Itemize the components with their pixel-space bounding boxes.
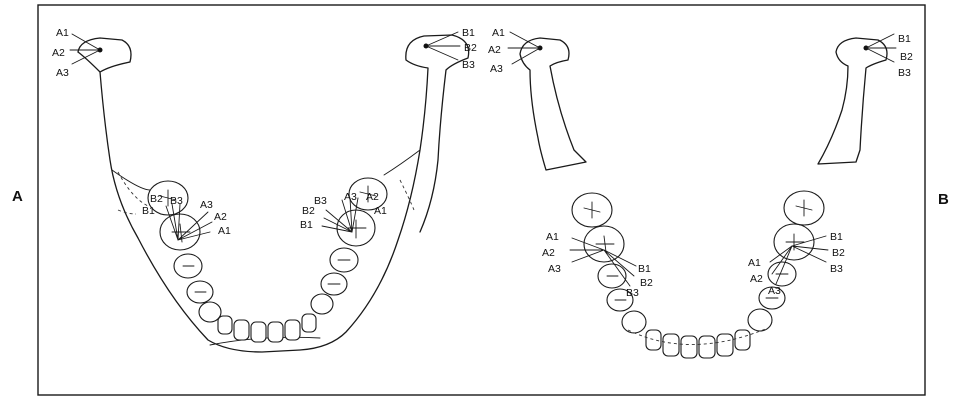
label-b1: B1 bbox=[300, 219, 313, 231]
label-a3: A3 bbox=[200, 199, 213, 211]
label-b1: B1 bbox=[898, 33, 911, 45]
label-b1: B1 bbox=[830, 231, 843, 243]
ramus-left-b bbox=[507, 31, 587, 171]
label-a2: A2 bbox=[750, 273, 763, 285]
label-b2: B2 bbox=[150, 193, 163, 205]
vector-labels: A1 A2 A3 B1 B2 B3 B1 B2 B3 A3 A2 A1 B3 B… bbox=[52, 27, 913, 299]
label-a3: A3 bbox=[490, 63, 503, 75]
label-a3: A3 bbox=[344, 191, 357, 203]
vectors-panel-b bbox=[569, 235, 829, 287]
label-b1: B1 bbox=[142, 205, 155, 217]
panel-letter-b: B bbox=[938, 191, 949, 208]
label-a1: A1 bbox=[218, 225, 231, 237]
label-b2: B2 bbox=[900, 51, 913, 63]
teeth-arch-a bbox=[147, 177, 388, 343]
label-b3: B3 bbox=[462, 59, 475, 71]
label-b2: B2 bbox=[832, 247, 845, 259]
label-b3: B3 bbox=[626, 287, 639, 299]
label-a2: A2 bbox=[488, 44, 501, 56]
label-a2: A2 bbox=[214, 211, 227, 223]
label-a1: A1 bbox=[374, 205, 387, 217]
vectors-panel-a bbox=[69, 31, 461, 241]
label-b3: B3 bbox=[314, 195, 327, 207]
label-a1: A1 bbox=[546, 231, 559, 243]
label-b3: B3 bbox=[830, 263, 843, 275]
label-b2: B2 bbox=[640, 277, 653, 289]
ramus-right-b bbox=[817, 33, 897, 165]
label-b2: B2 bbox=[464, 42, 477, 54]
label-a2: A2 bbox=[366, 191, 379, 203]
panel-letter-a: A bbox=[12, 188, 23, 205]
label-b1: B1 bbox=[638, 263, 651, 275]
label-a3: A3 bbox=[548, 263, 561, 275]
mandible-outline bbox=[77, 34, 470, 353]
label-a3: A3 bbox=[56, 67, 69, 79]
label-a1: A1 bbox=[492, 27, 505, 39]
label-b2: B2 bbox=[302, 205, 315, 217]
label-a3: A3 bbox=[768, 285, 781, 297]
label-a2: A2 bbox=[542, 247, 555, 259]
label-b1: B1 bbox=[462, 27, 475, 39]
label-b3: B3 bbox=[898, 67, 911, 79]
teeth-arch-b bbox=[571, 190, 825, 359]
label-a2: A2 bbox=[52, 47, 65, 59]
label-a1: A1 bbox=[56, 27, 69, 39]
figure-frame bbox=[37, 4, 926, 396]
label-b3: B3 bbox=[170, 195, 183, 207]
label-a1: A1 bbox=[748, 257, 761, 269]
